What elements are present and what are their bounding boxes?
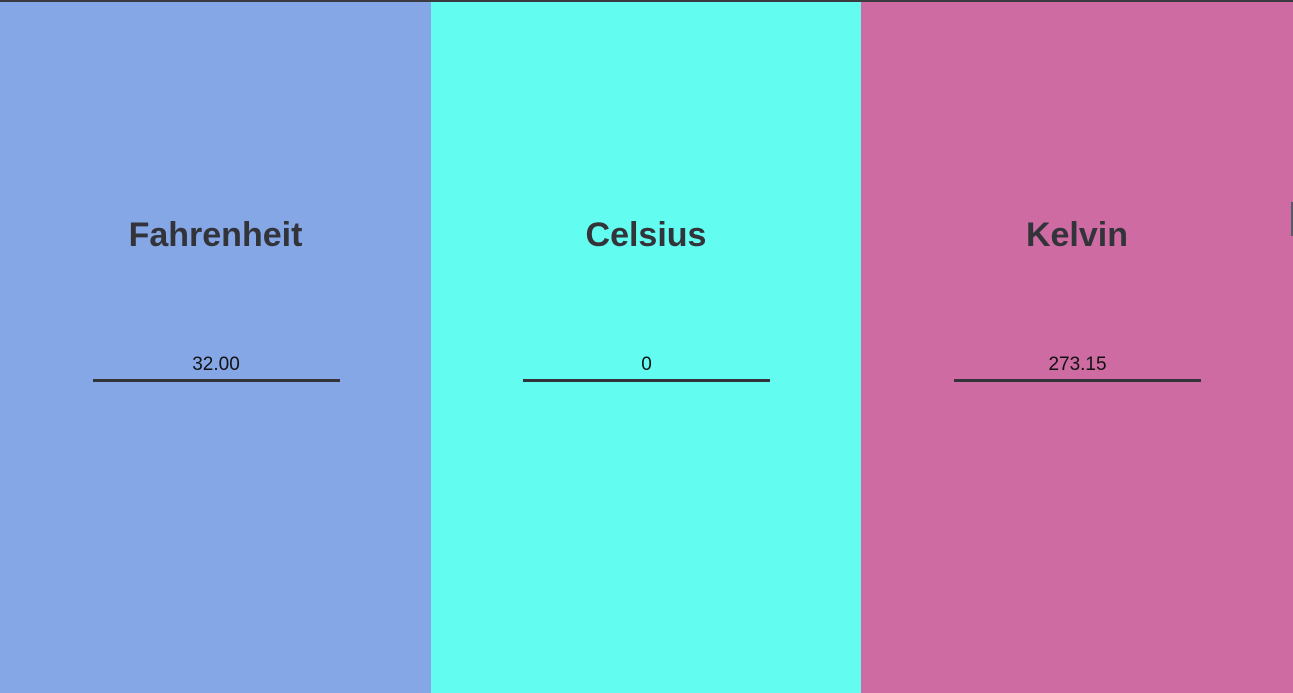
- scrollbar-edge[interactable]: [1291, 202, 1293, 236]
- celsius-panel: Celsius: [431, 2, 861, 693]
- celsius-input[interactable]: [523, 352, 770, 382]
- celsius-title: Celsius: [585, 216, 707, 254]
- fahrenheit-input[interactable]: [92, 352, 340, 382]
- kelvin-title: Kelvin: [1025, 216, 1129, 254]
- fahrenheit-panel: Fahrenheit: [0, 2, 431, 693]
- kelvin-panel: Kelvin: [861, 2, 1293, 693]
- fahrenheit-title: Fahrenheit: [128, 216, 303, 254]
- kelvin-input[interactable]: [954, 352, 1201, 382]
